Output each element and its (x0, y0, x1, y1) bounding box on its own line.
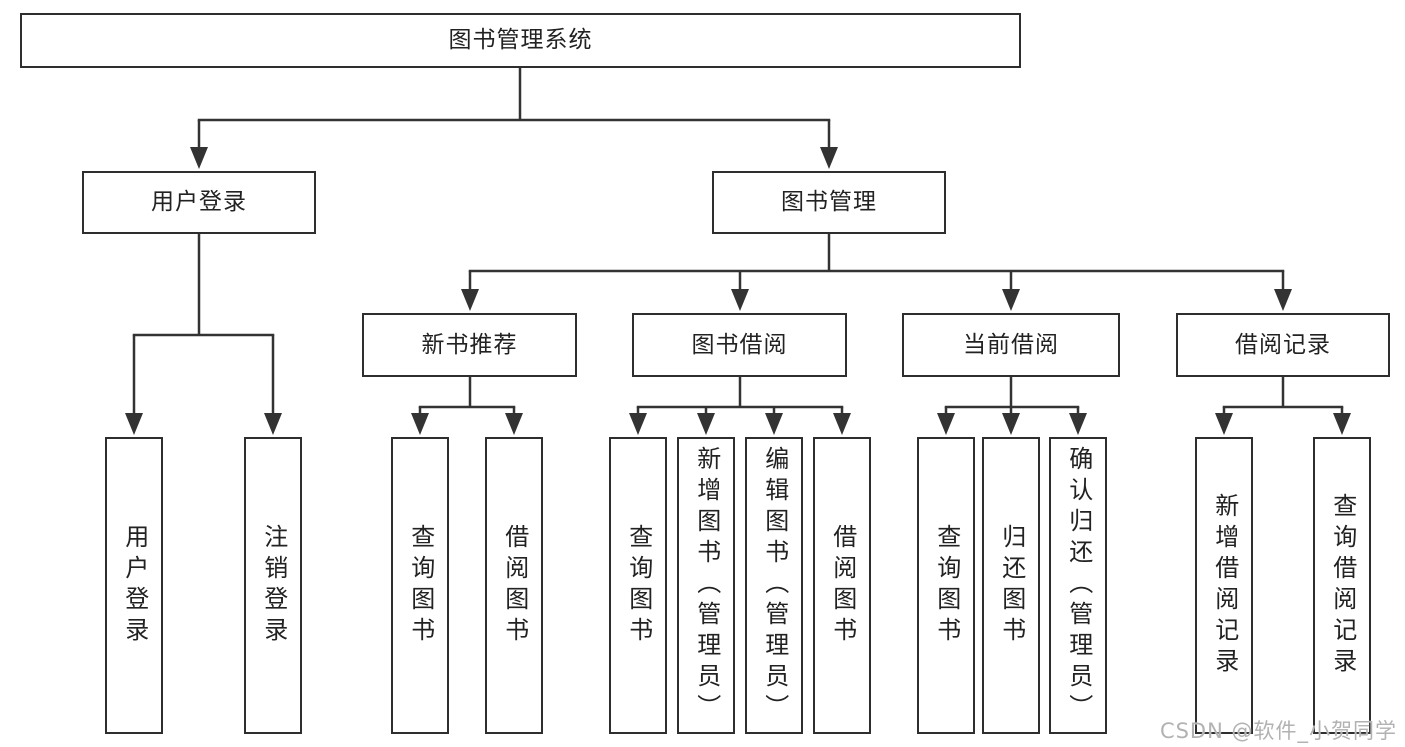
node-book-management: 图书管理 (712, 171, 946, 234)
node-label: 新书推荐 (421, 331, 518, 358)
node-label: 用户登录 (120, 523, 149, 648)
leaf-borrow-edit-admin: 编辑图书（管理员） (745, 437, 803, 734)
csdn-watermark: CSDN @软件_小贺同学 (1159, 719, 1397, 743)
leaf-current-return: 归还图书 (982, 437, 1040, 734)
leaf-records-query: 查询借阅记录 (1313, 437, 1371, 734)
leaf-current-confirm-admin: 确认归还（管理员） (1049, 437, 1107, 734)
node-new-book-recommend: 新书推荐 (362, 313, 577, 377)
node-label: 图书借阅 (691, 331, 788, 358)
node-label: 查询图书 (406, 523, 435, 648)
node-borrow-records: 借阅记录 (1176, 313, 1390, 377)
node-label: 图书管理系统 (448, 27, 593, 53)
node-label: 图书管理 (781, 189, 877, 215)
node-label: 确认归还（管理员） (1064, 446, 1093, 725)
node-label: 新增借阅记录 (1210, 492, 1239, 679)
leaf-borrow-borrow: 借阅图书 (813, 437, 871, 734)
node-label: 查询图书 (624, 523, 653, 648)
leaf-newbook-borrow: 借阅图书 (485, 437, 543, 734)
leaf-logout: 注销登录 (244, 437, 302, 734)
leaf-borrow-query: 查询图书 (609, 437, 667, 734)
node-label: 借阅图书 (500, 523, 529, 648)
node-label: 新增图书（管理员） (692, 446, 721, 725)
node-label: 归还图书 (997, 523, 1026, 648)
node-label: 当前借阅 (963, 331, 1059, 358)
node-label: 注销登录 (259, 523, 288, 648)
node-label: 借阅图书 (828, 523, 857, 648)
leaf-newbook-query: 查询图书 (391, 437, 449, 734)
node-root: 图书管理系统 (20, 13, 1021, 68)
leaf-records-add: 新增借阅记录 (1195, 437, 1253, 734)
node-label: 借阅记录 (1235, 331, 1331, 358)
node-user-login: 用户登录 (82, 171, 316, 234)
node-label: 用户登录 (151, 189, 247, 215)
node-label: 编辑图书（管理员） (760, 446, 789, 725)
leaf-user-login: 用户登录 (105, 437, 163, 734)
node-book-borrow: 图书借阅 (632, 313, 847, 377)
leaf-current-query: 查询图书 (917, 437, 975, 734)
node-label: 查询借阅记录 (1328, 492, 1357, 679)
leaf-borrow-add-admin: 新增图书（管理员） (677, 437, 735, 734)
node-label: 查询图书 (932, 523, 961, 648)
node-current-borrow: 当前借阅 (902, 313, 1120, 377)
